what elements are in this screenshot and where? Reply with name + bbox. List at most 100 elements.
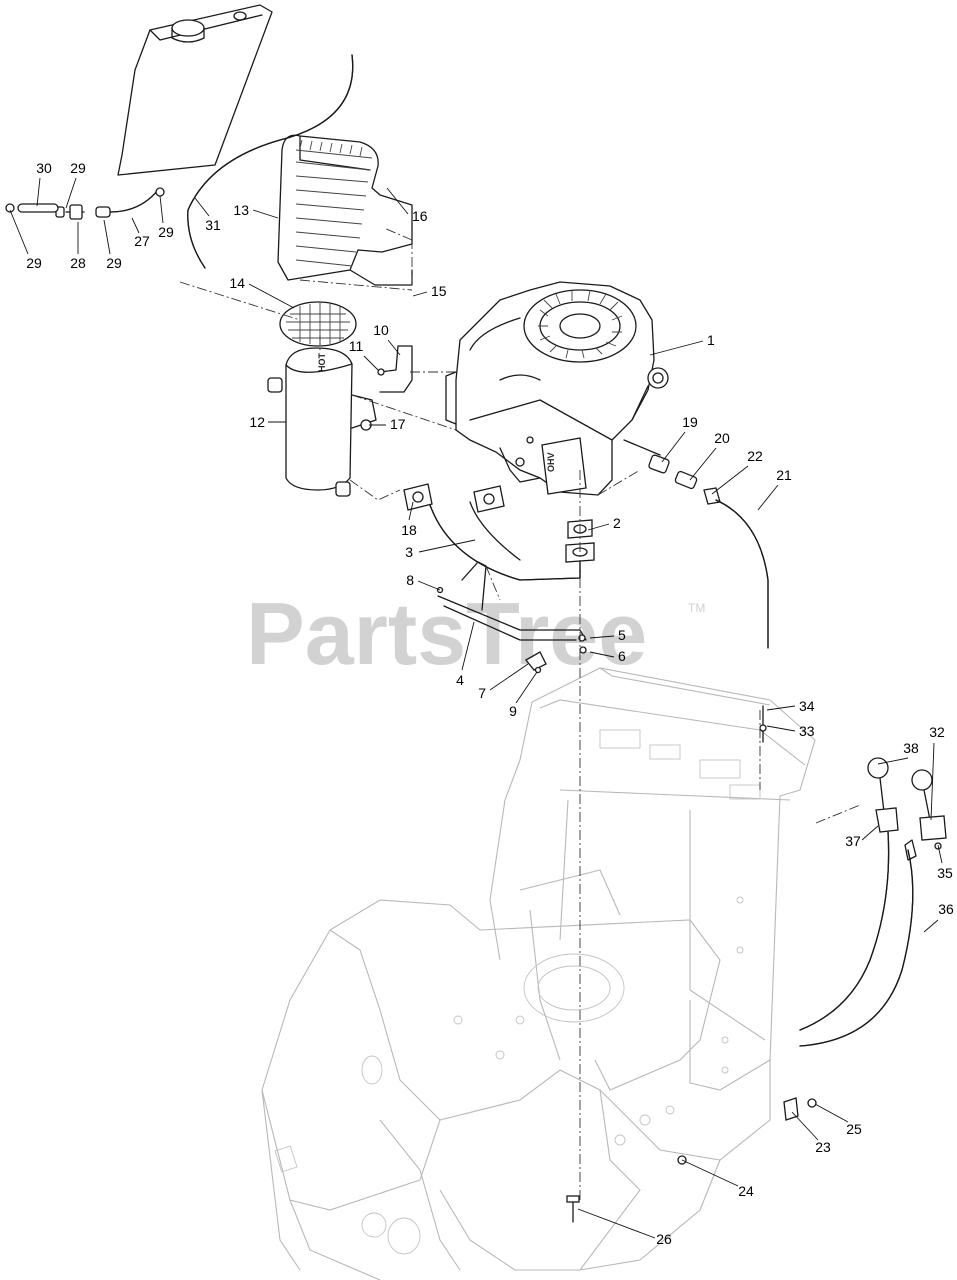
callout-c36: 36 xyxy=(923,901,954,933)
callout-leader xyxy=(589,635,615,639)
callout-number: 31 xyxy=(205,217,221,233)
callout-c28: 28 xyxy=(70,222,86,271)
callout-c6: 6 xyxy=(589,648,626,664)
callout-c20: 20 xyxy=(689,430,730,481)
callout-c24: 24 xyxy=(681,1159,754,1199)
callout-leader xyxy=(408,501,414,521)
callout-number: 16 xyxy=(412,208,428,224)
callout-c26: 26 xyxy=(577,1208,672,1247)
exhaust-bracket xyxy=(436,561,587,674)
callout-c27: 27 xyxy=(131,217,150,249)
callout-number: 8 xyxy=(406,572,414,588)
callout-number: 29 xyxy=(158,224,174,240)
callout-c32: 32 xyxy=(929,724,945,821)
callout-leader xyxy=(103,219,111,255)
callout-c18: 18 xyxy=(401,501,417,538)
callout-number: 24 xyxy=(738,1183,754,1199)
callout-number: 5 xyxy=(618,627,626,643)
callout-number: 33 xyxy=(799,723,815,739)
callout-number: 4 xyxy=(456,672,464,688)
callout-number: 25 xyxy=(846,1121,862,1137)
callout-leader xyxy=(589,651,615,658)
callout-c11: 11 xyxy=(349,338,379,371)
callout-leader xyxy=(387,339,401,356)
oil-drain-fittings xyxy=(648,454,769,649)
callout-leader xyxy=(159,195,164,224)
callout-number: 17 xyxy=(390,416,406,432)
callout-number: 37 xyxy=(845,833,861,849)
callout-leader xyxy=(937,844,943,864)
callout-c22: 22 xyxy=(711,448,763,495)
callout-c29b: 29 xyxy=(9,209,42,271)
callout-leader xyxy=(766,725,796,732)
callout-number: 14 xyxy=(229,275,245,291)
callout-number: 19 xyxy=(682,414,698,430)
callout-c7: 7 xyxy=(478,663,529,701)
callout-number: 21 xyxy=(776,467,792,483)
callout-number: 27 xyxy=(134,233,150,249)
callout-c19: 19 xyxy=(661,414,698,463)
callout-c14: 14 xyxy=(229,275,295,309)
callout-c37: 37 xyxy=(845,825,879,849)
control-levers xyxy=(566,705,947,1223)
callout-leader xyxy=(711,465,749,495)
callout-c35: 35 xyxy=(937,844,953,881)
callout-number: 11 xyxy=(349,338,364,354)
callout-c5: 5 xyxy=(589,627,626,643)
callout-leader xyxy=(418,539,476,553)
callout-leader xyxy=(923,919,939,933)
callout-leader xyxy=(515,671,538,704)
callout-leader xyxy=(661,431,686,463)
callout-c9: 9 xyxy=(509,671,538,719)
callout-c29d: 29 xyxy=(158,195,174,240)
callout-number: 30 xyxy=(36,160,52,176)
callout-c30: 30 xyxy=(36,160,52,207)
callout-c15: 15 xyxy=(412,283,447,299)
callout-c29c: 29 xyxy=(103,219,122,271)
callout-number: 9 xyxy=(509,703,517,719)
callout-number: 20 xyxy=(714,430,730,446)
callout-leader xyxy=(861,825,879,841)
watermark: PartsTree TM xyxy=(246,584,705,683)
assembly-lines xyxy=(179,227,861,1200)
callout-number: 29 xyxy=(70,160,86,176)
callout-leader xyxy=(461,621,475,671)
engine: OHV xyxy=(445,281,669,496)
callout-number: 18 xyxy=(401,522,417,538)
callout-number: 12 xyxy=(249,414,265,430)
watermark-brand: PartsTree xyxy=(246,584,647,683)
callout-c10: 10 xyxy=(373,322,401,356)
callout-number: 28 xyxy=(70,255,86,271)
callout-number: 13 xyxy=(233,202,249,218)
callout-c16: 16 xyxy=(386,187,428,224)
ohv-label: OHV xyxy=(546,452,556,472)
heat-shield xyxy=(277,134,413,286)
callout-leader xyxy=(757,484,779,511)
callout-number: 34 xyxy=(799,698,815,714)
callout-leader xyxy=(194,197,210,217)
callout-leader xyxy=(877,757,909,765)
spark-screen xyxy=(279,301,357,347)
callout-leader xyxy=(131,217,140,234)
callout-number: 36 xyxy=(938,901,954,917)
muffler: HOT xyxy=(267,345,413,497)
hot-label: HOT xyxy=(317,353,327,373)
callout-number: 26 xyxy=(656,1231,672,1247)
callout-number: 32 xyxy=(929,724,945,740)
callout-leader xyxy=(9,209,29,255)
callout-c23: 23 xyxy=(791,1111,831,1155)
callout-number: 3 xyxy=(405,544,413,560)
callout-leader xyxy=(248,283,295,309)
callout-leader xyxy=(587,523,610,531)
callout-leader xyxy=(766,705,796,711)
callout-leader xyxy=(649,340,704,356)
callout-number: 10 xyxy=(373,322,389,338)
callout-c31: 31 xyxy=(194,197,221,233)
callout-c33: 33 xyxy=(766,723,815,739)
callout-c29a: 29 xyxy=(65,160,86,209)
callout-c3: 3 xyxy=(405,539,476,560)
callout-leader xyxy=(489,663,529,691)
callout-c2: 2 xyxy=(587,515,621,531)
callout-leader xyxy=(412,291,428,297)
